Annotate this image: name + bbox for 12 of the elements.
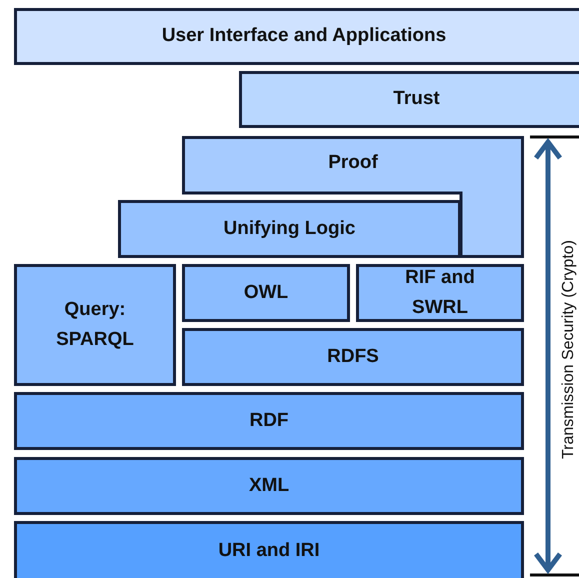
layer-box: RDF xyxy=(14,392,524,450)
layer-box: XML xyxy=(14,457,524,515)
layer-box: Query: SPARQL xyxy=(14,264,176,386)
vertical-label: Transmission Security (Crypto) xyxy=(560,240,578,460)
layer-box: Unifying Logic xyxy=(118,200,461,258)
layer-label: Proof xyxy=(327,152,379,174)
layer-box: User Interface and Applications xyxy=(14,8,579,65)
layer-box: Trust xyxy=(239,71,579,128)
layer-box: OWL xyxy=(182,264,350,322)
layer-box: RIF and SWRL xyxy=(356,264,524,322)
layer-box: RDFS xyxy=(182,328,524,386)
layer-box: URI and IRI xyxy=(14,521,524,578)
